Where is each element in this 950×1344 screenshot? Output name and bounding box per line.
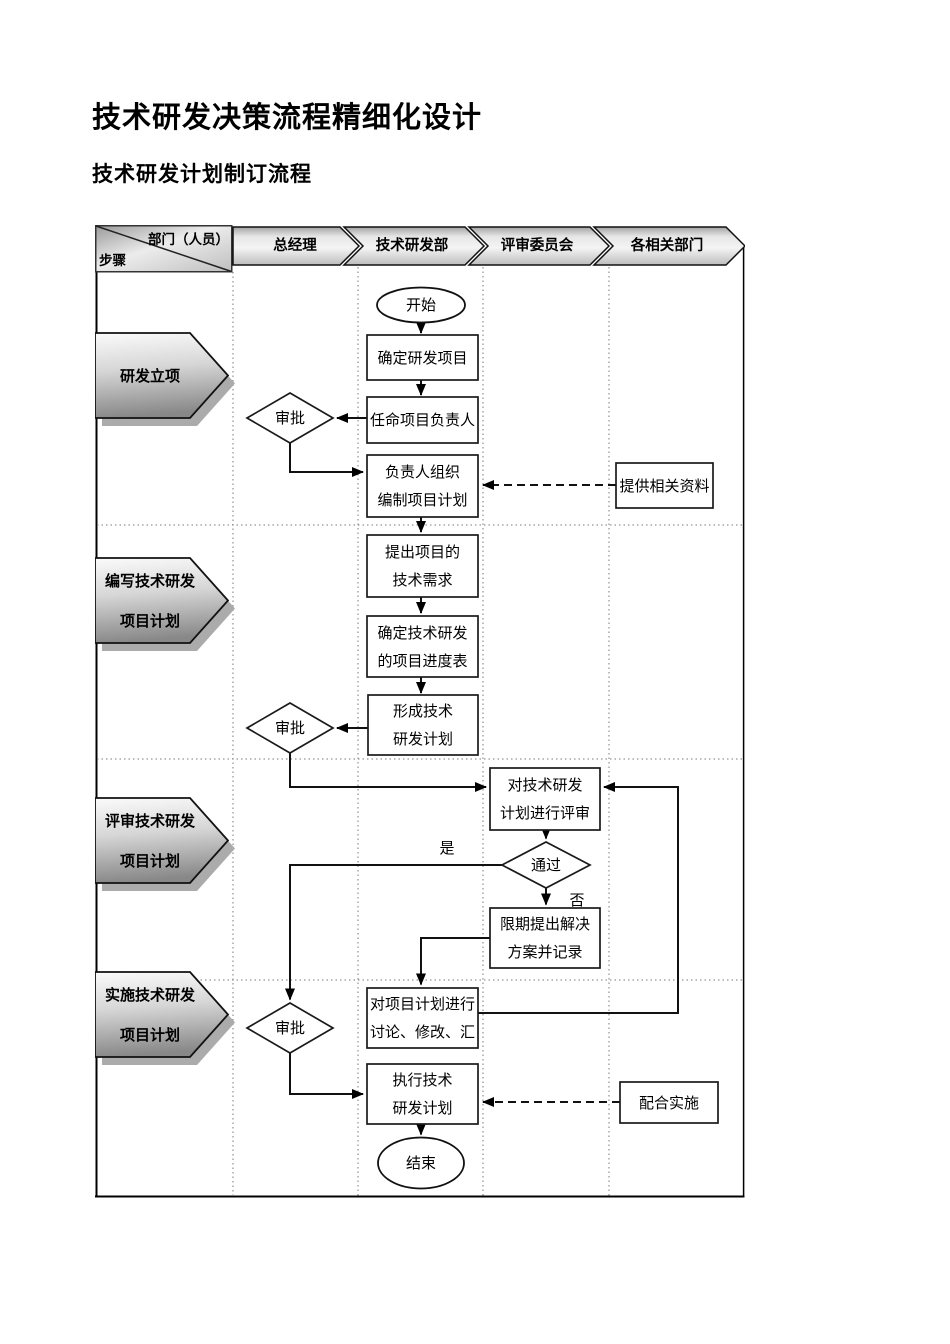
arrow-solution-to-discuss [416, 937, 490, 986]
requirement-box-label: 提出项目的 技术需求 [384, 543, 460, 589]
flowchart-shapes-layer [95, 225, 745, 1198]
solution-box-shape [489, 907, 601, 969]
arrow-approve3-to-execute [289, 1053, 364, 1099]
solution-box-label: 限期提出解决 方案并记录 [499, 915, 590, 961]
step-label-implement-plan: 实施技术研发 项目计划 [104, 985, 195, 1044]
step-arrow-2-shape [95, 557, 230, 644]
provide-box-label: 提供相关资料 [619, 476, 710, 495]
organize-box-shape [366, 454, 479, 518]
lane-chevron-4 [592, 226, 745, 266]
execute-box-shape [366, 1063, 479, 1125]
arrow-discuss-loop-to-review [478, 782, 679, 1014]
end-oval-shape [377, 1136, 465, 1190]
review-box-shape [489, 767, 601, 831]
approve1-diamond-label: 审批 [274, 409, 305, 427]
cooperate-box-label: 配合实施 [638, 1093, 699, 1112]
flowchart-diagram: 部门（人员） 步骤 总经理 技术研发部 评审委员会 各相关部门 研发立项 编写技… [95, 225, 745, 1198]
arrow-pass-yes-to-approve3 [285, 864, 502, 1001]
process-boxes [366, 334, 719, 1125]
pass-diamond-label: 通过 [530, 856, 561, 874]
arrow-approve2-to-review [289, 753, 487, 792]
form-box-label: 形成技术 研发计划 [392, 702, 453, 748]
execute-box-label: 执行技术 研发计划 [392, 1071, 453, 1117]
lane-header-general-manager: 总经理 [273, 237, 317, 254]
section-title: 技术研发计划制订流程 [92, 161, 312, 186]
schedule-box-label: 确定技术研发 的项目进度表 [377, 623, 468, 670]
approve3-diamond-label: 审批 [274, 1019, 305, 1037]
organize-box-label: 负责人组织 编制项目计划 [377, 463, 468, 509]
step-arrow-4-shape [95, 971, 230, 1058]
corner-label-departments: 部门（人员） [148, 232, 229, 248]
end-node-label: 结束 [405, 1154, 436, 1172]
determine-box-label: 确定研发项目 [377, 348, 468, 367]
connectors [285, 322, 679, 1136]
approve1-diamond-shape [245, 392, 335, 444]
appoint-box-label: 任命项目负责人 [369, 411, 475, 429]
step-label-project-initiation: 研发立项 [119, 366, 180, 385]
discuss-box-label: 对项目计划进行 讨论、修改、汇 [369, 995, 475, 1041]
lane-header-review-committee: 评审委员会 [500, 237, 574, 254]
lane-header-related-departments: 各相关部门 [630, 237, 704, 254]
approve3-diamond-shape [245, 1002, 335, 1054]
arrow-approve1-to-organize [289, 443, 364, 477]
step-label-review-plan: 评审技术研发 项目计划 [104, 811, 195, 870]
step-arrow-1-shape [95, 332, 230, 419]
step-arrow-3-shape [95, 797, 230, 884]
appoint-box-shape [366, 396, 479, 444]
approve2-diamond-label: 审批 [274, 719, 305, 737]
start-oval-shape [376, 286, 466, 324]
edge-label-no: 否 [569, 891, 585, 909]
determine-box-shape [366, 334, 479, 381]
lane-chevron-3 [467, 226, 611, 266]
start-node-label: 开始 [405, 296, 436, 314]
lane-header-rd-department: 技术研发部 [375, 237, 449, 254]
pass-diamond-shape [500, 841, 592, 889]
approve2-diamond-shape [245, 702, 335, 754]
lane-chevron-1 [232, 226, 361, 266]
edge-label-yes: 是 [439, 839, 455, 857]
page-title: 技术研发决策流程精细化设计 [92, 100, 483, 134]
form-box-shape [367, 694, 479, 756]
schedule-box-shape [366, 615, 479, 678]
decision-diamonds [245, 392, 592, 1054]
corner-diagonal-line [95, 225, 232, 273]
step-arrow-shadows [102, 341, 235, 1065]
provide-box-shape [615, 462, 714, 509]
discuss-box-shape [366, 987, 479, 1049]
requirement-box-shape [366, 534, 479, 598]
review-box-label: 对技术研发 计划进行评审 [499, 776, 590, 822]
corner-label-steps: 步骤 [99, 253, 126, 269]
lane-chevron-2 [342, 226, 486, 266]
step-label-write-plan: 编写技术研发 项目计划 [104, 571, 195, 630]
cooperate-box-shape [619, 1081, 719, 1124]
